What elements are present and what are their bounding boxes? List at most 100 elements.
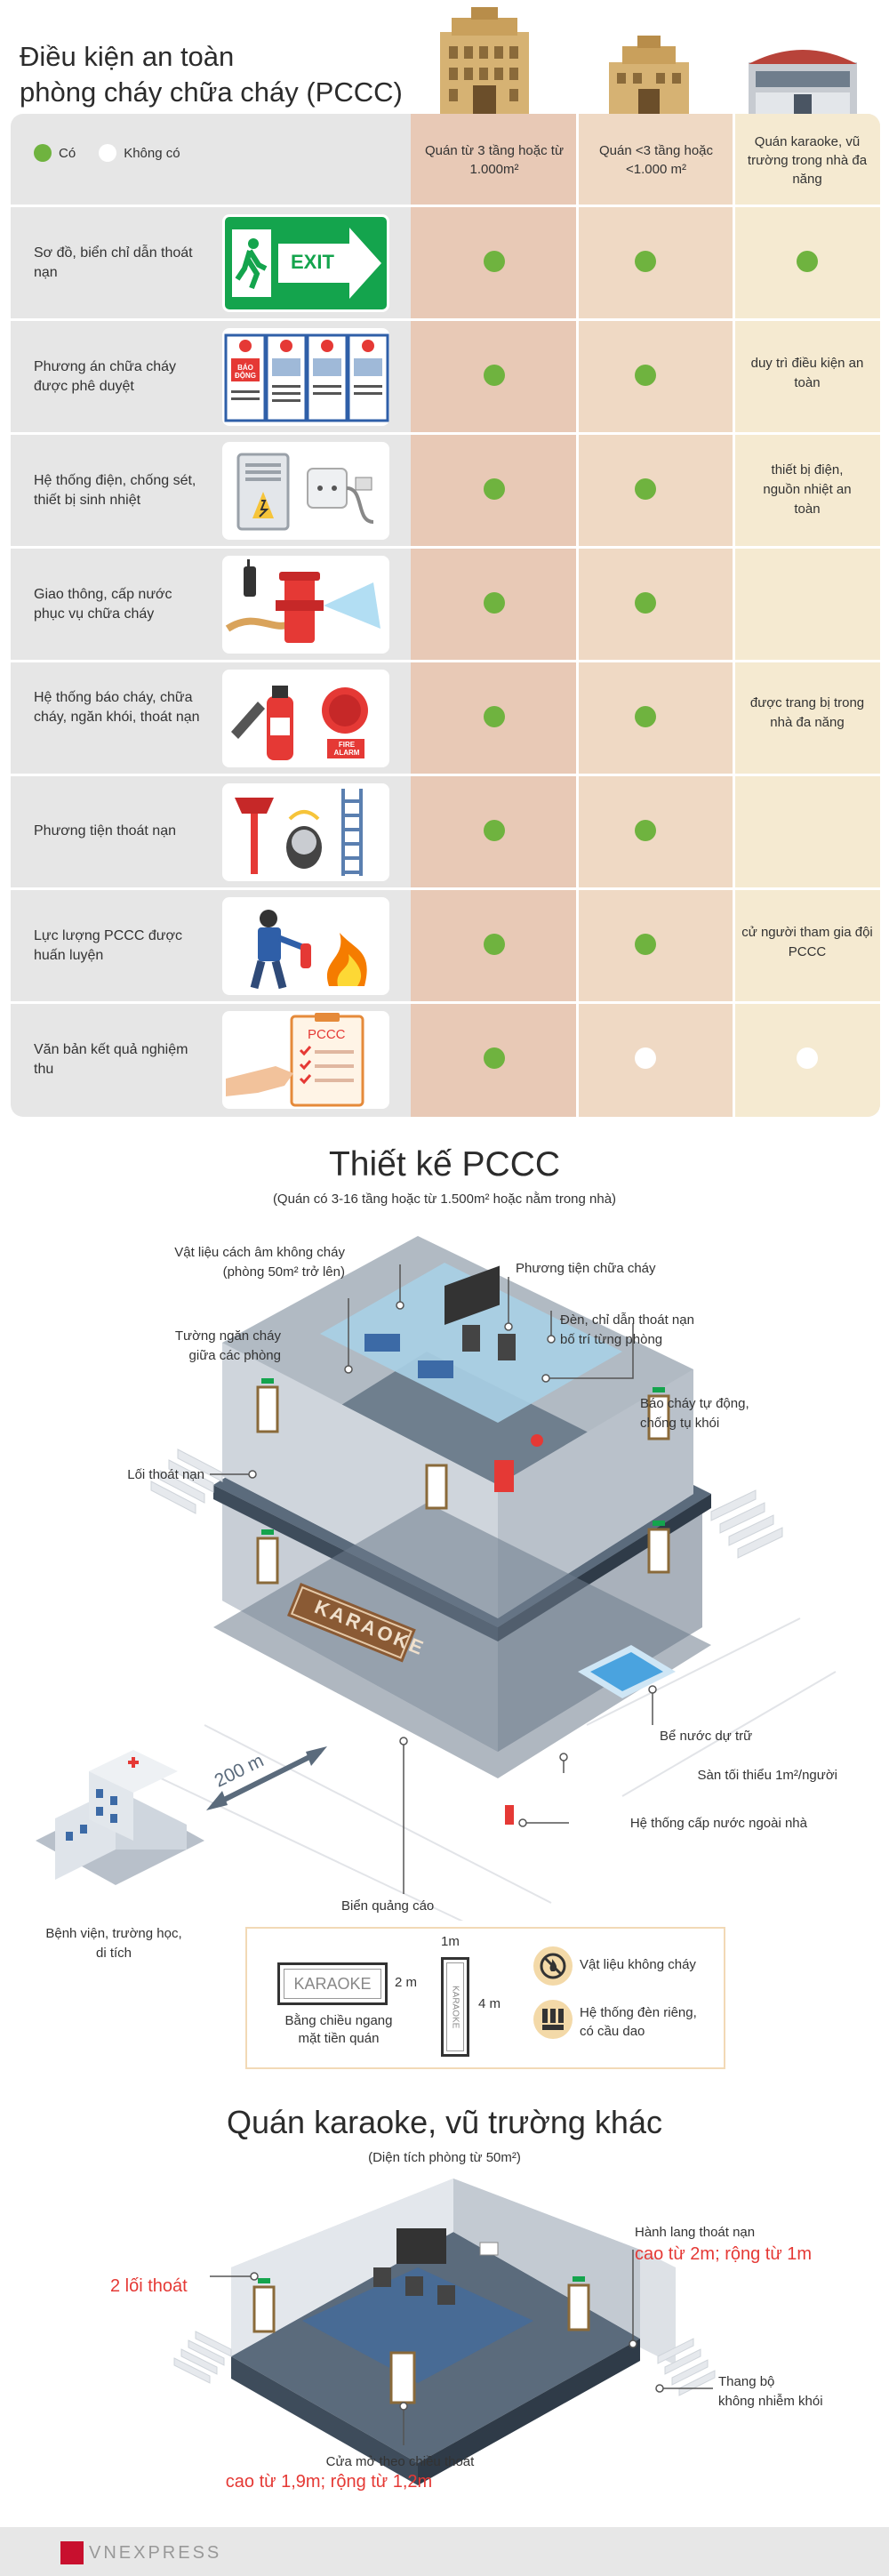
yes-dot [797, 251, 818, 272]
karaoke-sign [287, 1583, 416, 1663]
design-title: Thiết kế PCCC [328, 1145, 561, 1184]
cell-text: thiết bị điện, nguồn nhiệt an toàn [763, 462, 852, 517]
vertical-sign-width: 1m [441, 1934, 460, 1949]
vnexpress-logo: VNEXPRESS [60, 2541, 221, 2564]
firefighter-icon [250, 910, 367, 990]
running-man-icon [232, 228, 381, 299]
nonflammable-icon [533, 1946, 573, 1986]
corridor-label: Hành lang thoát nạn [635, 2225, 756, 2240]
mall-building-icon [749, 50, 857, 114]
stairs-label: Thang bộ không nhiễm khói [718, 2374, 823, 2409]
legend: Có Không có [34, 144, 180, 162]
yes-dot [635, 365, 656, 386]
design-subtitle: (Quán có 3-16 tầng hoặc từ 1.500m² hoặc … [272, 1192, 617, 1207]
horizontal-sign: KARAOKE [277, 1962, 388, 2005]
yes-dot [635, 592, 656, 614]
alarm-system-image: FIRE ALARM [222, 670, 389, 767]
vertical-sign-height: 4 m [478, 1996, 501, 2011]
yes-dot [484, 820, 505, 841]
row-label: Phương án chữa cháy được phê duyệt [34, 359, 177, 394]
cell-text: duy trì điều kiện an toàn [750, 356, 864, 390]
annotation-hydrant: Hệ thống cấp nước ngoài nhà [629, 1816, 807, 1831]
annotation-lights: Đèn, chỉ dẫn thoát nạn bố trí từng phòng [560, 1312, 694, 1347]
two-exits-label: 2 lối thoát [110, 2276, 188, 2296]
yes-dot [484, 592, 505, 614]
legend-yes-label: Có [59, 145, 76, 161]
row-divider [11, 546, 880, 549]
cell-text: được trang bị trong nhà đa năng [749, 695, 865, 730]
legend-no-label: Không có [124, 145, 180, 161]
annotation-billboard: Biển quảng cáo [341, 1898, 435, 1914]
row-divider [11, 432, 880, 435]
yes-dot [484, 478, 505, 500]
col-divider [576, 114, 579, 1117]
sign-legend-box: KARAOKE 2 m Bằng chiều ngang mặt tiền qu… [245, 1927, 725, 2069]
brand-name: VNEXPRESS [89, 2542, 222, 2563]
hospital-icon [36, 1750, 204, 1885]
electric-panel-icon [236, 453, 374, 531]
column-header-b: Quán <3 tầng hoặc <1.000 m² [598, 143, 714, 177]
room-illustration [173, 2179, 716, 2485]
row-divider [11, 1001, 880, 1004]
horizontal-sign-caption: Bằng chiều ngang mặt tiền quán [284, 2013, 393, 2046]
yes-dot [484, 934, 505, 955]
acceptance-doc-image: PCCC [222, 1011, 389, 1109]
annotation-tank: Bể nước dự trữ [660, 1729, 753, 1744]
nonflammable-label: Vật liệu không cháy [580, 1957, 696, 1972]
row-divider [11, 318, 880, 321]
row-divider [11, 887, 880, 890]
row-label: Sơ đồ, biển chỉ dẫn thoát nạn [34, 245, 193, 280]
escape-equipment-image [222, 783, 389, 881]
row-divider [11, 774, 880, 776]
fire-plan-image: BÁO ĐỘNG [222, 328, 389, 426]
annotation-hospital: Bệnh viện, trường học, di tích [45, 1926, 182, 1961]
row-label: Hệ thống báo cháy, chữa cháy, ngăn khói,… [34, 690, 200, 725]
cell-text: cử người tham gia đội PCCC [741, 925, 873, 959]
row-label: Lực lượng PCCC được huấn luyện [34, 928, 182, 963]
other-subtitle: (Diện tích phòng từ 50m²) [368, 2150, 521, 2165]
yes-dot [484, 1047, 505, 1069]
col-divider [733, 114, 735, 1117]
bao-dong-text: BÁO ĐỘNG [235, 364, 256, 380]
row-label: Hệ thống điện, chống sét, thiết bị sinh … [34, 473, 196, 508]
hydrant-icon [225, 559, 380, 643]
yes-dot [484, 251, 505, 272]
small-building-icon [609, 36, 689, 114]
vertical-sign-text: KARAOKE [446, 1962, 464, 2051]
lighting-label: Hệ thống đèn riêng, có cầu dao [580, 2005, 697, 2039]
tall-building-icon [440, 7, 529, 114]
row-divider [11, 660, 880, 662]
logo-mark-icon [60, 2541, 84, 2564]
lighting-icon [533, 2000, 573, 2039]
yes-dot [635, 820, 656, 841]
door-dimension: cao từ 1,9m; rộng từ 1,2m [225, 2472, 433, 2492]
document-hand-icon [226, 1013, 364, 1107]
water-supply-image [222, 556, 389, 654]
header-buildings [440, 7, 857, 114]
no-dot [797, 1047, 818, 1069]
column-c-bg [734, 114, 880, 1117]
pccc-doc-text: PCCC [308, 1027, 346, 1042]
annotation-firewall: Tường ngăn cháy giữa các phòng [174, 1328, 281, 1363]
legend-yes-dot [34, 144, 52, 162]
exit-sign-image: EXIT [222, 214, 389, 312]
annotation-equipment: Phương tiện chữa cháy [516, 1261, 656, 1276]
yes-dot [635, 934, 656, 955]
annotation-exit: Lối thoát nạn [127, 1467, 204, 1482]
page-title: Điều kiện an toàn phòng cháy chữa cháy (… [20, 41, 403, 108]
column-header-c: Quán karaoke, vũ trường trong nhà đa năn… [747, 133, 868, 187]
row-label: Văn bản kết quả nghiệm thu [34, 1042, 188, 1077]
fire-plan-icon [224, 333, 389, 422]
building-illustration [36, 1236, 837, 1921]
annotation-material: Vật liệu cách âm không cháy (phòng 50m² … [174, 1245, 345, 1280]
exit-text: EXIT [291, 251, 334, 273]
yes-dot [635, 251, 656, 272]
other-title: Quán karaoke, vũ trường khác [227, 2104, 662, 2140]
annotation-alarm: Báo cháy tự động, chống tụ khói [640, 1396, 749, 1431]
yes-dot [635, 478, 656, 500]
yes-dot [635, 706, 656, 727]
axe-mask-ladder-icon [235, 789, 363, 876]
horizontal-sign-text: KARAOKE [284, 1969, 381, 1999]
conditions-table: Có Không có Quán từ 3 tầng hoặc từ 1.000… [11, 114, 880, 1117]
vertical-sign: KARAOKE [441, 1957, 469, 2057]
